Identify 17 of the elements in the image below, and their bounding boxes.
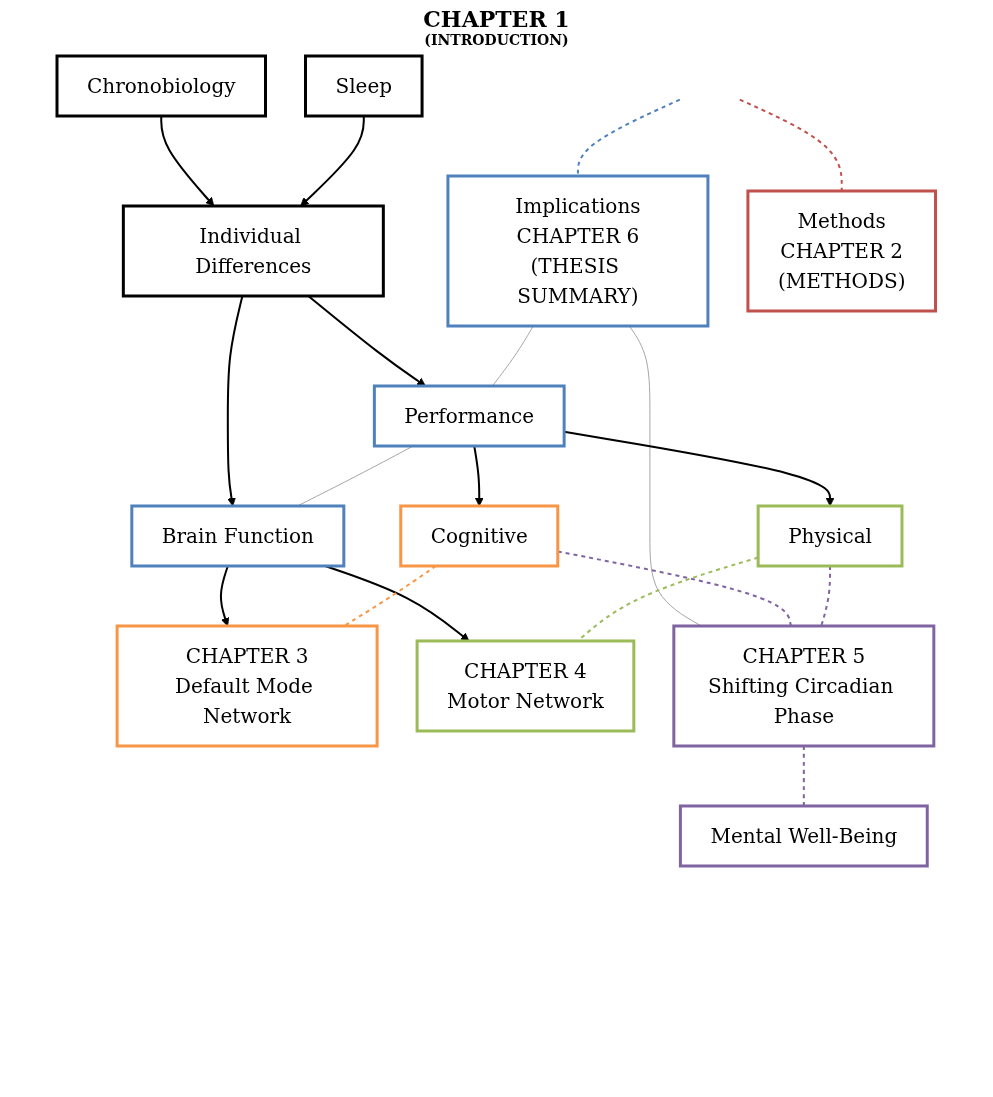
chapter-subtitle: (INTRODUCTION) xyxy=(423,32,570,48)
node-box: Performance xyxy=(373,384,566,448)
node-box: CHAPTER 3 Default Mode Network xyxy=(115,624,379,748)
node-box: Chronobiology xyxy=(55,54,268,118)
node-box: CHAPTER 5 Shifting Circadian Phase xyxy=(672,624,936,748)
node-box: Sleep xyxy=(304,54,424,118)
connector xyxy=(577,98,682,177)
node-box: CHAPTER 4 Motor Network xyxy=(415,639,636,733)
node-box: Cognitive xyxy=(399,504,560,568)
node-box: Mental Well-Being xyxy=(679,804,929,868)
node-box: Individual Differences xyxy=(122,204,386,298)
chapter-heading: CHAPTER 1 xyxy=(423,6,570,32)
node-box: Physical xyxy=(756,504,904,568)
node-box: Implications CHAPTER 6 (THESIS SUMMARY) xyxy=(446,174,710,328)
node-box: Brain Function xyxy=(130,504,346,568)
connector xyxy=(739,98,843,192)
node-box: Methods CHAPTER 2 (METHODS) xyxy=(746,189,938,313)
